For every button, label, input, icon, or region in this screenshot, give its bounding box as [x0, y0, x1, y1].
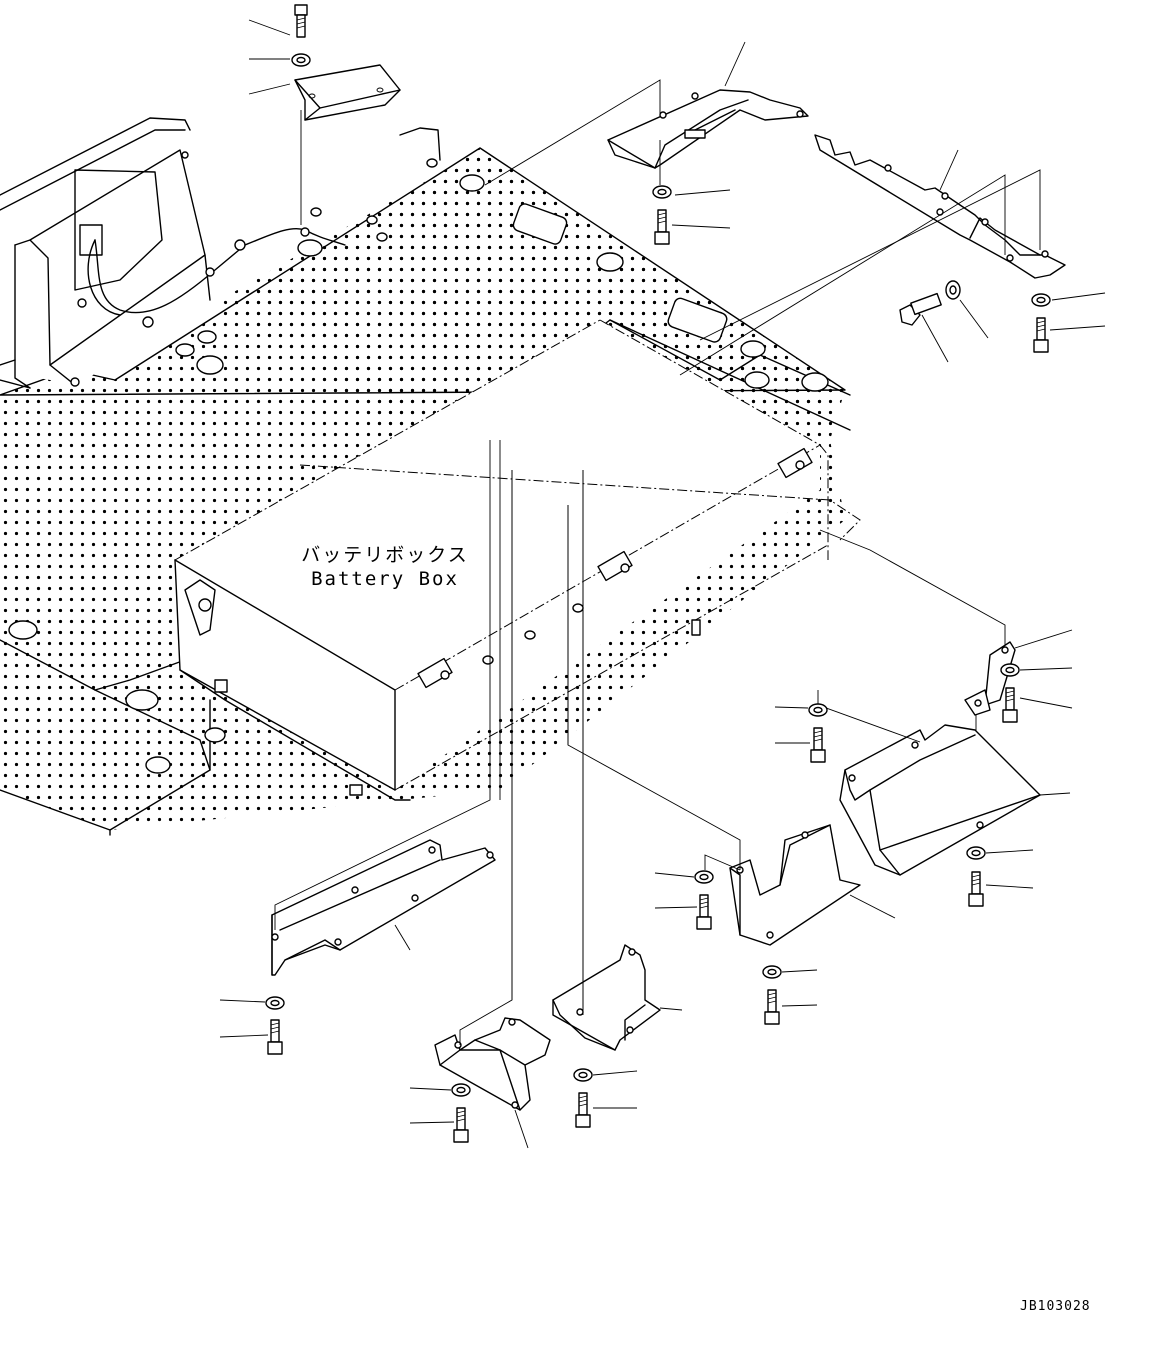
alignment-lines — [499, 440, 584, 1010]
right-cover-plate — [774, 690, 1071, 907]
upper-bracket — [484, 41, 809, 245]
drawing-code: JB103028 — [1020, 1299, 1091, 1314]
battery-box-label-jp: バッテリボックス — [301, 544, 469, 566]
console-frame — [0, 117, 346, 389]
top-plate-assembly — [248, 4, 401, 225]
battery-box — [174, 319, 861, 801]
right-long-bracket — [679, 134, 1106, 376]
center-square-plate — [552, 470, 683, 1128]
left-long-bracket — [219, 440, 496, 1055]
battery-box-label: バッテリボックス Battery Box — [300, 543, 470, 591]
side-bolt — [899, 280, 989, 363]
battery-box-label-en: Battery Box — [311, 568, 459, 590]
